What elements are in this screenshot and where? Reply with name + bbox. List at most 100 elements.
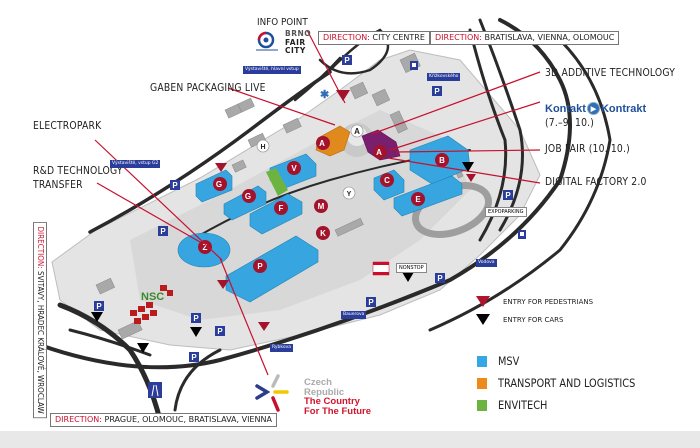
pedestrian-entries (215, 90, 476, 331)
marker-y[interactable]: Y (342, 186, 356, 200)
svg-text:H: H (260, 144, 265, 151)
marker-m[interactable]: M (314, 199, 328, 213)
czech-republic-logo-text: Czech Republic The Country For The Futur… (304, 378, 371, 416)
parking-11[interactable]: P (503, 190, 513, 200)
tram-stop-rybkova[interactable]: Rybkova (270, 344, 294, 352)
cz-line4: For The Future (304, 405, 372, 417)
entry-10 (91, 312, 103, 322)
svg-text:P: P (344, 56, 350, 65)
nonstop-label: NONSTOP (396, 263, 427, 273)
svg-text:P: P (368, 298, 374, 307)
marker-a[interactable]: A (350, 124, 364, 138)
marker-a1[interactable]: A (373, 145, 387, 159)
marker-b[interactable]: B (435, 153, 449, 167)
marker-k[interactable]: K (316, 226, 330, 240)
marker-f[interactable]: F (274, 201, 288, 215)
svg-text:P: P (505, 191, 511, 200)
parking-4[interactable]: P (158, 226, 168, 236)
marker-p[interactable]: P (253, 259, 267, 273)
brno-fair-city-wordmark: BRNO FAIR CITY (285, 29, 312, 56)
pavilion-a1-shape (361, 129, 401, 161)
callout-rnd-line1: R&D TECHNOLOGY (33, 165, 123, 177)
parking-6[interactable]: P (191, 313, 201, 323)
direction-svitavy-hradec-wroclaw: DIRECTION: SVITAVY, HRADEC KRÁLOVÉ, WROC… (33, 222, 47, 419)
pavilion-markers: A A A B C E V F G G Z P M K H Y (198, 124, 449, 273)
parking-icons: P P P P P P P P P P P (94, 55, 513, 362)
cz-line3: The Country (304, 396, 360, 407)
parking-2[interactable]: P (432, 86, 442, 96)
fuel-station-icon-2 (518, 230, 526, 239)
pavilion-f-shape (249, 193, 303, 235)
tram-stop-main-entrance[interactable]: Výstaviště, hlavní vstup (243, 66, 301, 74)
svg-text:F: F (279, 204, 284, 213)
svg-text:Z: Z (203, 243, 208, 252)
czech-republic-logo-mark (255, 374, 289, 412)
svg-text:E: E (415, 195, 421, 204)
car-entries (91, 162, 474, 353)
legend-transport-label: TRANSPORT AND LOGISTICS (498, 376, 636, 390)
direction-key: DIRECTION: (36, 226, 45, 269)
marker-z[interactable]: Z (198, 240, 212, 254)
logo-line-city: CITY (285, 46, 306, 55)
parking-8[interactable]: P (189, 352, 199, 362)
tram-stop-bauerova[interactable]: Bauerova (341, 311, 367, 319)
svg-text:G: G (245, 192, 251, 201)
fuel-station-icon (410, 61, 418, 70)
parking-1[interactable]: P (342, 55, 352, 65)
legend-msv: MSV (477, 354, 523, 368)
callout-electropark: ELECTROPARK (33, 120, 102, 132)
entry-9 (137, 343, 149, 353)
pavilion-e-shape (393, 175, 463, 217)
pavilion-p-shape (225, 235, 319, 303)
entry-5 (402, 272, 414, 282)
parking-10[interactable]: P (435, 273, 445, 283)
marker-h[interactable]: H (256, 139, 270, 153)
legend-entry-pedestrians: ENTRY FOR PEDESTRIANS (476, 296, 593, 307)
marker-g2[interactable]: G (213, 177, 227, 191)
parking-9[interactable]: P (366, 297, 376, 307)
entry-e (466, 174, 476, 182)
footer-bar (0, 431, 700, 448)
parking-3[interactable]: P (170, 180, 180, 190)
entry-4 (462, 162, 474, 172)
pedestrian-triangle-icon (476, 296, 490, 307)
parking-5[interactable]: P (94, 301, 104, 311)
nsc-building (130, 285, 173, 324)
legend-transport-logistics: TRANSPORT AND LOGISTICS (477, 376, 660, 390)
entry-p (217, 280, 229, 289)
parking-7[interactable]: P (215, 326, 225, 336)
legend-msv-label: MSV (498, 354, 520, 368)
tram-stop-vodova[interactable]: Vodova (476, 259, 497, 267)
svg-text:C: C (384, 176, 390, 185)
marker-v[interactable]: V (287, 161, 301, 175)
tram-stop-krizkovskeho[interactable]: Křižkovského (427, 73, 461, 81)
tram-stop-entrance-g2[interactable]: Výstaviště, vstup G2 (110, 160, 161, 168)
direction-bratislava-vienna-olomouc: DIRECTION: BRATISLAVA, VIENNA, OLOMOUC (430, 31, 620, 45)
callout-gaben-packaging-live: GABEN PACKAGING LIVE (150, 82, 266, 94)
legend-envitech: ENVITECH (477, 398, 556, 412)
medical-icon: ✱ (320, 89, 329, 101)
callout-rnd-line2: TRANSFER (33, 179, 83, 191)
marker-c[interactable]: C (380, 173, 394, 187)
svg-text:G: G (216, 180, 222, 189)
direction-value: CITY CENTRE (372, 33, 425, 42)
logo-line-fair: FAIR (285, 37, 306, 47)
legend-envitech-label: ENVITECH (498, 398, 548, 412)
nsc-label: NSC (141, 291, 165, 303)
logo-line-brno: BRNO (285, 29, 312, 38)
direction-value: BRATISLAVA, VIENNA, OLOMOUC (484, 33, 615, 42)
entry-g2 (215, 163, 227, 172)
entry-8 (190, 327, 202, 337)
svg-text:P: P (217, 327, 223, 336)
legend-entry-cars-label: ENTRY FOR CARS (503, 315, 564, 324)
marker-a2[interactable]: A (316, 136, 330, 150)
svg-text:A: A (319, 139, 325, 148)
marker-e[interactable]: E (411, 192, 425, 206)
svg-text:K: K (320, 229, 326, 238)
brno-fair-city-logo (256, 31, 278, 51)
callout-job-fair: JOB FAIR (10. 10.) (545, 143, 630, 155)
entry-7 (258, 322, 270, 331)
marker-g1[interactable]: G (242, 189, 256, 203)
svg-text:A: A (376, 148, 382, 157)
